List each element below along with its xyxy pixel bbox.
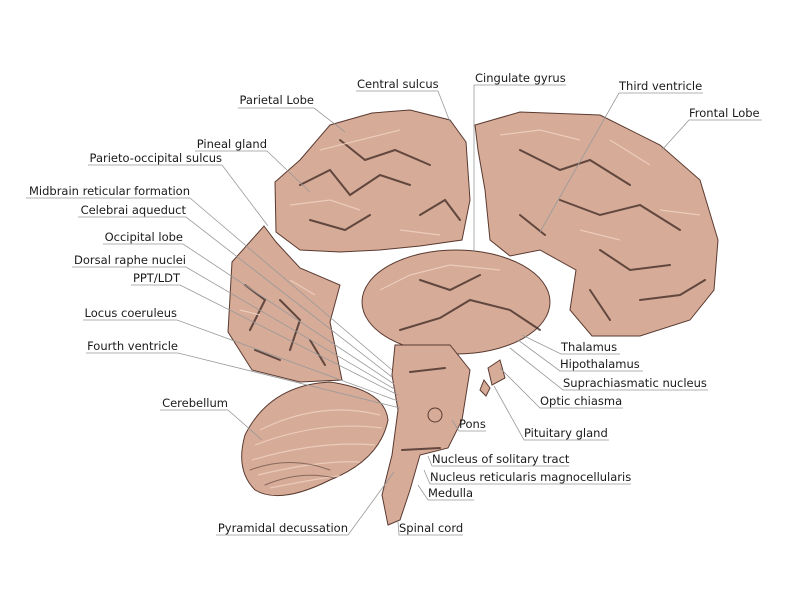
label-frontal-lobe: Frontal Lobe xyxy=(689,106,760,120)
label-medulla: Medulla xyxy=(428,486,473,500)
label-occipital-lobe: Occipital lobe xyxy=(105,230,183,244)
occipital-lobe-shape xyxy=(227,225,343,383)
label-central-sulcus: Central sulcus xyxy=(357,77,439,91)
label-parieto-occipital-sulcus: Parieto-occipital sulcus xyxy=(90,151,222,165)
leader-lines xyxy=(26,84,762,536)
frontal-lobe-shape xyxy=(474,111,719,337)
label-celebrai-aqueduct: Celebrai aqueduct xyxy=(81,203,187,217)
parietal-lobe-shape xyxy=(274,109,471,253)
label-pineal-gland: Pineal gland xyxy=(197,137,267,151)
label-parietal-lobe: Parietal Lobe xyxy=(240,93,315,107)
label-optic-chiasma: Optic chiasma xyxy=(540,394,622,408)
thalamus-shape xyxy=(361,249,551,397)
label-cingulate-gyrus: Cingulate gyrus xyxy=(475,71,566,85)
label-dorsal-raphe-nuclei: Dorsal raphe nuclei xyxy=(74,253,186,267)
label-nucleus-reticularis-magnocellularis: Nucleus reticularis magnocellularis xyxy=(430,470,631,484)
label-third-ventricle: Third ventricle xyxy=(618,79,702,93)
label-ppt-ldt: PPT/LDT xyxy=(133,271,181,285)
label-pituitary-gland: Pituitary gland xyxy=(524,426,608,440)
label-midbrain-reticular-formation: Midbrain reticular formation xyxy=(29,184,190,198)
label-cerebellum: Cerebellum xyxy=(162,396,228,410)
label-pyramidal-decussation: Pyramidal decussation xyxy=(218,521,348,535)
cerebellum-shape xyxy=(241,381,389,497)
label-hipothalamus: Hipothalamus xyxy=(560,357,640,371)
brainstem-shape xyxy=(381,344,471,526)
label-pons: Pons xyxy=(459,417,486,431)
label-locus-coeruleus: Locus coeruleus xyxy=(85,306,178,320)
label-nucleus-of-solitary-tract: Nucleus of solitary tract xyxy=(432,452,570,466)
label-suprachiasmatic-nucleus: Suprachiasmatic nucleus xyxy=(563,376,707,390)
label-thalamus: Thalamus xyxy=(560,340,617,354)
label-spinal-cord: Spinal cord xyxy=(399,521,463,535)
label-fourth-ventricle: Fourth ventricle xyxy=(87,339,178,353)
